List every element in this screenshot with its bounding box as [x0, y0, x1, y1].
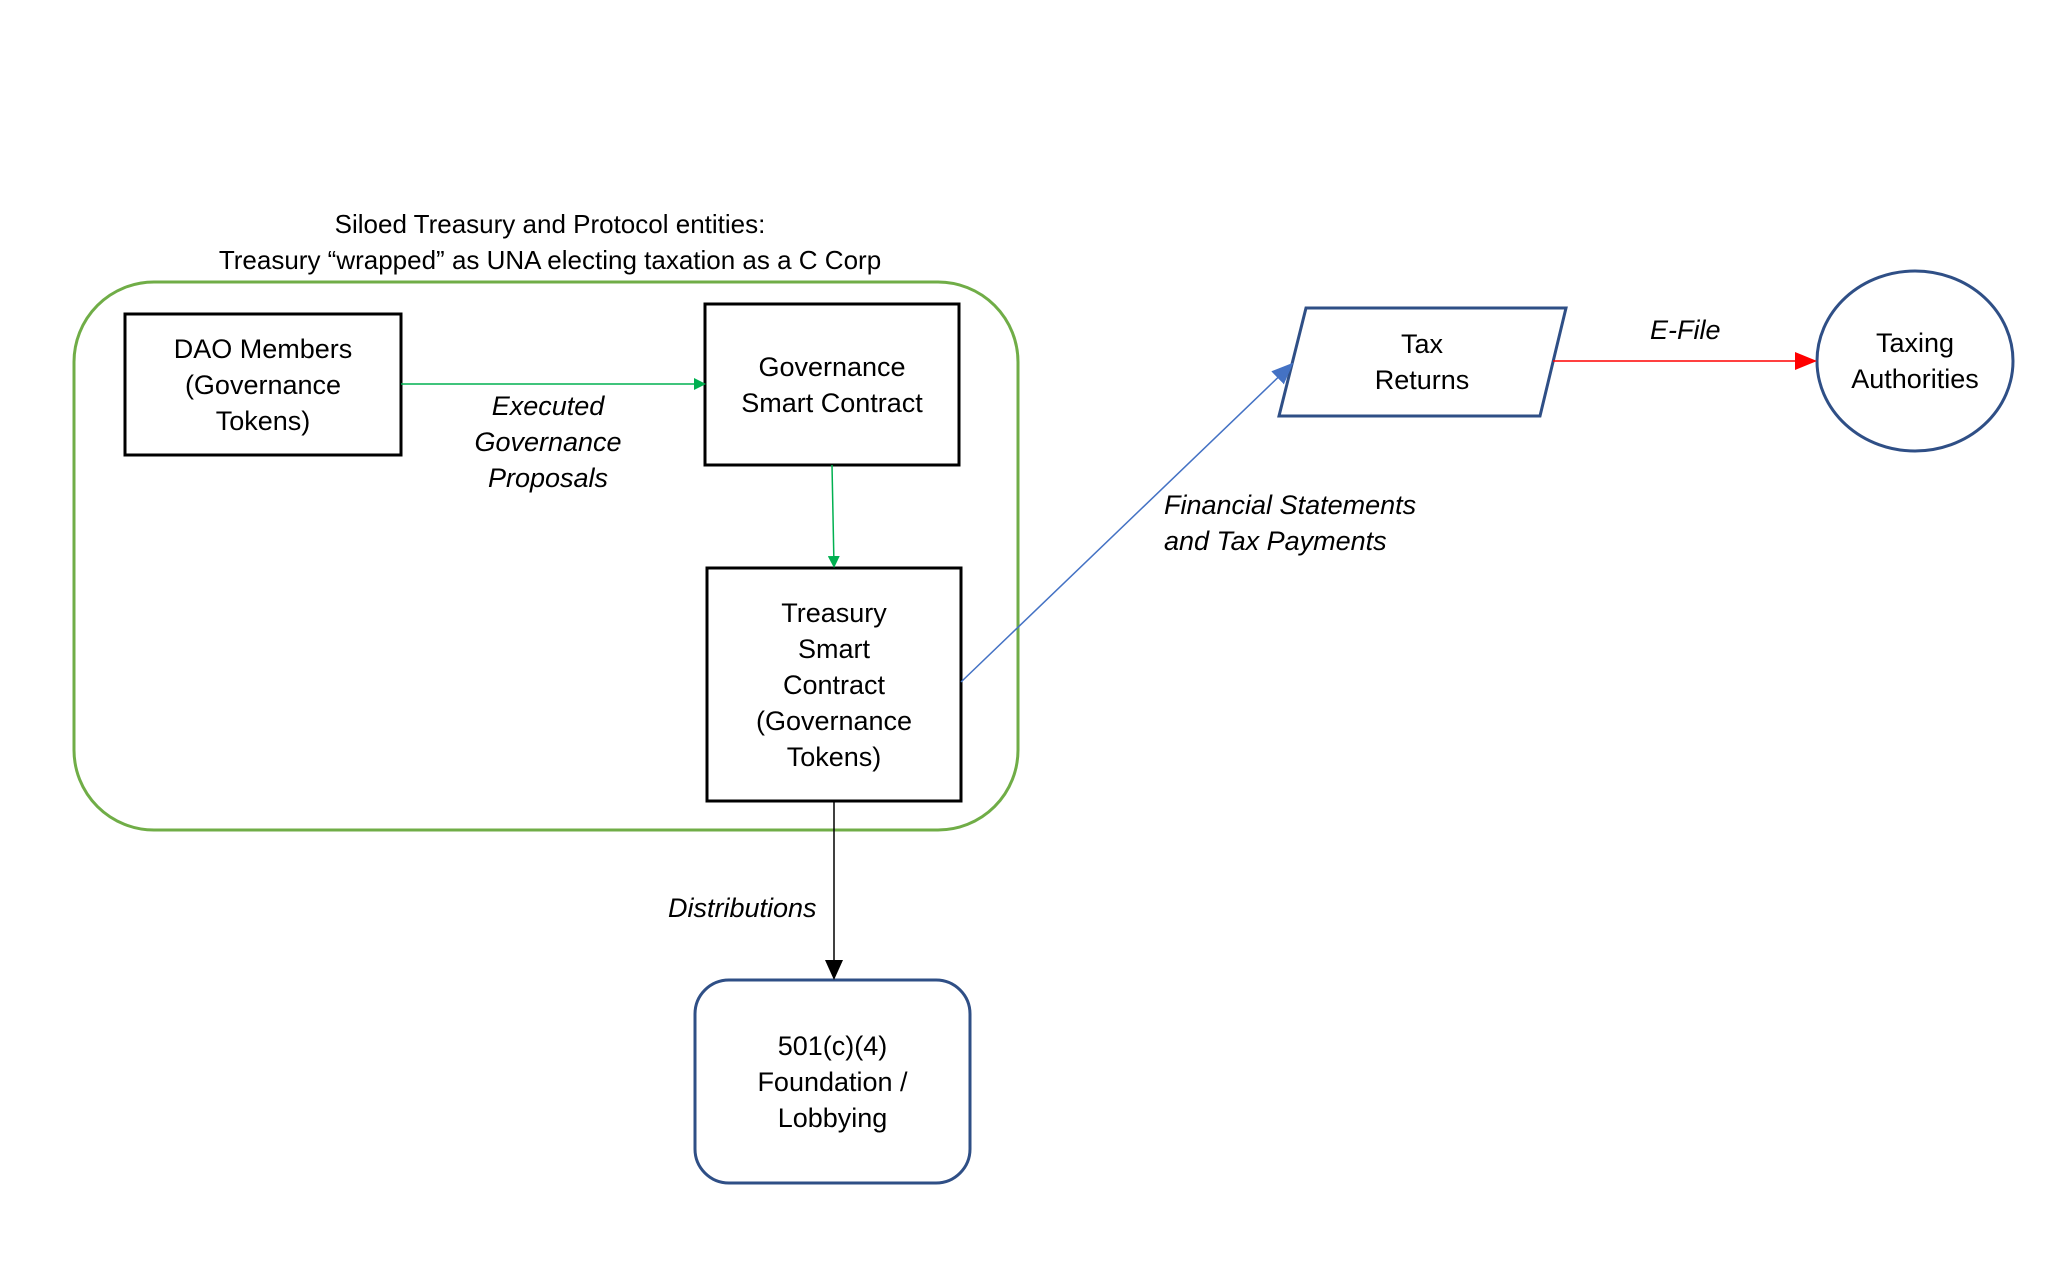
- taxing-authorities-circle: [1815, 269, 2015, 453]
- efile-label: E-File: [1650, 315, 1721, 345]
- group-caption-line2: Treasury “wrapped” as UNA electing taxat…: [218, 245, 882, 275]
- governance-to-treasury-arrow: [827, 464, 840, 568]
- financial-statements-arrow: [960, 362, 1294, 683]
- treasury-contract-box: [705, 566, 963, 803]
- group-caption-line1: Siloed Treasury and Protocol entities:: [334, 209, 766, 239]
- financial-statements-label: Financial Statements and Tax Payments: [1164, 490, 1417, 556]
- taxing-authorities-label: Taxing Authorities: [1851, 328, 1979, 394]
- dao-members-label: DAO Members (Governance Tokens): [173, 333, 353, 436]
- dao-members-box: [123, 312, 403, 457]
- executed-proposals-label: Executed Governance Proposals: [474, 391, 622, 493]
- treasury-contract-label: Treasury Smart Contract (Governance Toke…: [755, 597, 913, 772]
- group-container: [72, 280, 1020, 832]
- group-caption: Siloed Treasury and Protocol entities: T…: [120, 206, 980, 278]
- tax-returns-label: Tax Returns: [1374, 329, 1470, 395]
- governance-contract-label: Governance Smart Contract: [741, 351, 923, 418]
- distributions-label: Distributions: [668, 893, 817, 923]
- governance-contract-box: [703, 302, 961, 467]
- foundation-box: [693, 978, 972, 1185]
- foundation-label: 501(c)(4) Foundation / Lobbying: [757, 1030, 908, 1133]
